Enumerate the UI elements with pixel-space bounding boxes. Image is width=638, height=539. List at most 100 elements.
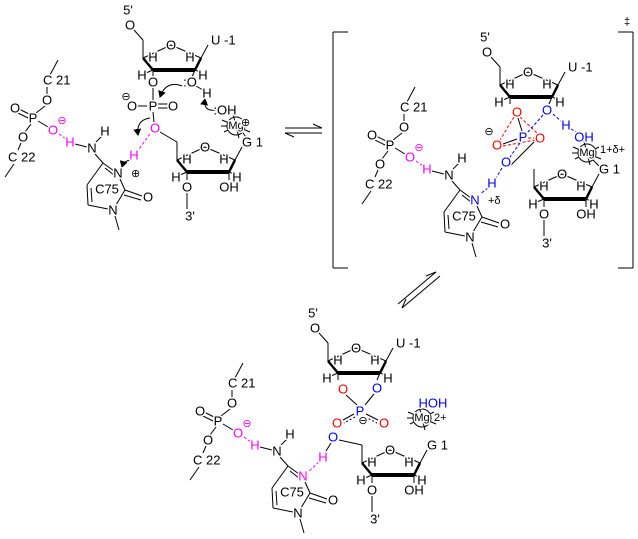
bond: [194, 69, 201, 73]
bond: [170, 44, 202, 59]
bond: [142, 44, 172, 59]
bond: [447, 214, 450, 230]
bond: [202, 445, 207, 454]
bond: [142, 57, 154, 71]
bond: [287, 465, 300, 475]
partial-bond: [502, 139, 536, 147]
bond: [228, 171, 235, 175]
bond: [459, 189, 472, 199]
bond: [176, 159, 188, 173]
bond: [343, 416, 356, 424]
bond: [361, 462, 373, 476]
amino-h-pink: H: [65, 135, 74, 150]
bond: [412, 462, 422, 476]
bond: [461, 194, 472, 203]
five-prime-label: 5': [308, 306, 318, 321]
nonbridging-o: O: [379, 416, 389, 431]
bond: [193, 57, 203, 71]
n3-charge: ⊕: [131, 168, 140, 180]
bond: [94, 153, 104, 164]
bond: [364, 393, 375, 406]
u-minus1-label: U -1: [568, 60, 593, 75]
bond: [394, 147, 406, 155]
amino-n: N: [272, 444, 281, 459]
bond: [104, 167, 115, 176]
bond: [385, 347, 394, 362]
n3-label: N: [298, 469, 307, 484]
bond: [114, 215, 120, 231]
phosphate-o: O: [42, 93, 52, 108]
upper-sugar-h: H: [494, 95, 503, 110]
bond: [490, 56, 501, 68]
g1-label: G 1: [242, 135, 263, 150]
equilibrium-arrow: [312, 123, 323, 129]
bond: [299, 518, 305, 534]
amino-h: H: [100, 124, 109, 139]
lower-sugar-ring-oxygen: O: [557, 167, 567, 182]
lower-sugar-ring-oxygen: O: [200, 140, 210, 155]
bond: [159, 131, 178, 143]
bond: [378, 360, 388, 374]
upper-sugar-h: H: [383, 371, 392, 386]
hydrogen-bond: [415, 160, 424, 167]
g1-label: G 1: [427, 438, 448, 453]
bond: [204, 146, 236, 161]
bond: [379, 372, 386, 376]
o2-hydroxyl: OH: [219, 180, 239, 195]
three-prime-label: 3': [185, 209, 195, 224]
upper-sugar-h: H: [322, 371, 331, 386]
bond: [124, 189, 143, 197]
c21-label: C 21: [400, 100, 427, 115]
cyclic-o2: O: [372, 381, 382, 396]
bond: [74, 143, 88, 148]
c75-label: C75: [280, 485, 304, 500]
upper-sugar-h: H: [185, 50, 194, 65]
cyclic-phosphorus: P: [356, 404, 365, 419]
bond: [551, 96, 558, 100]
bond: [133, 29, 144, 41]
bond: [37, 120, 49, 128]
transition-state-dagger: ‡: [624, 16, 630, 28]
bond: [338, 439, 363, 446]
c75-label: C75: [452, 209, 476, 224]
negative-charge: ⊖: [242, 418, 251, 430]
phosphate-o: O: [399, 120, 409, 135]
hydrogen-bond: [243, 436, 252, 443]
n3-h-pink: H: [129, 148, 138, 163]
upper-sugar-h: H: [198, 68, 207, 83]
bond: [203, 411, 215, 418]
mg-ligand-spoke: [583, 140, 591, 166]
bond: [123, 194, 142, 201]
lower-sugar-h: H: [539, 179, 548, 194]
n1-label: N: [465, 230, 474, 245]
o3-upper: O: [148, 75, 158, 90]
curved-arrow-cleavage: [133, 117, 151, 136]
o5-upper: O: [482, 45, 492, 60]
transferring-h: H: [487, 176, 496, 191]
curved-arrow-protonation: [119, 159, 133, 168]
bond: [289, 470, 300, 479]
amino-n: N: [444, 168, 453, 183]
upper-sugar-ring-oxygen: O: [351, 341, 361, 356]
bond: [536, 198, 545, 203]
magnesium-label: Mg: [228, 120, 243, 132]
bond: [176, 146, 206, 161]
five-prime-label: 5': [123, 3, 133, 18]
phosphate-p: P: [386, 138, 395, 153]
phosphate-oxo: O: [195, 404, 205, 419]
partial-bond: [527, 114, 544, 133]
lower-sugar-h: H: [182, 152, 191, 167]
partial-bond: [479, 187, 489, 195]
ts-bracket-bonds: [332, 31, 634, 309]
bond: [86, 162, 104, 186]
reactant-bonds: [4, 29, 323, 231]
nonbridging-o: O: [535, 131, 545, 146]
bond: [227, 159, 237, 173]
magnesium-charge: 1+δ+: [600, 144, 625, 156]
upper-sugar-h: H: [370, 353, 379, 368]
bond: [561, 173, 593, 188]
